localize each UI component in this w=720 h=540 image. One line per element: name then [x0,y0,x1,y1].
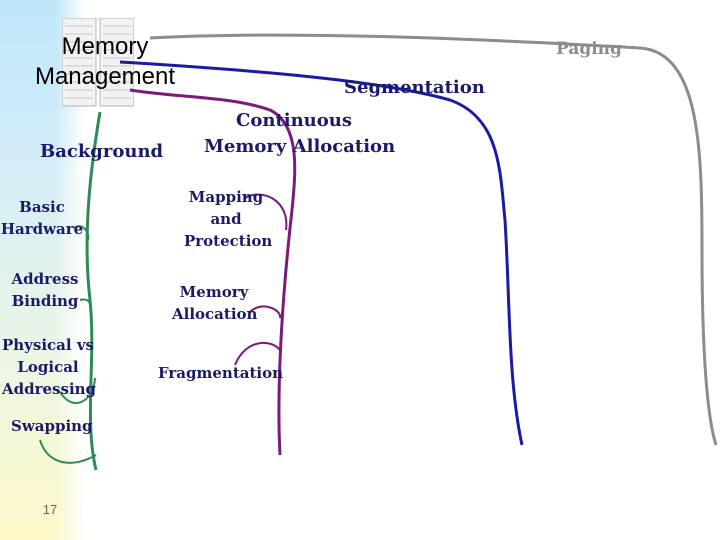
continuous-branch-line [129,88,297,456]
physical-line-3: Addressing [2,380,97,398]
document-thumbnail [62,18,134,107]
address-binding-label: Address Binding [6,268,84,312]
physical-line-2: Logical [17,358,79,376]
basic-hardware-sub-line [73,225,90,241]
paging-label: Paging [556,39,622,59]
swapping-sub-line [39,439,97,464]
continuous-label-line-2: Memory Allocation [204,136,396,157]
memory-allocation-line-1: Memory [179,283,249,301]
page-number: 17 [42,502,58,517]
slide-title: Memory Management [5,32,205,92]
continuous-memory-allocation-label: Continuous Memory Allocation [204,110,396,158]
memory-allocation-label: Memory Allocation [172,281,258,325]
fragmentation-sub-line [234,342,281,366]
basic-hardware-label: Basic Hardware [0,196,84,240]
background-branch-line [85,111,102,471]
memory-allocation-line-2: Allocation [172,305,258,323]
paging-branch-line [149,33,718,446]
segmentation-branch-line [119,60,524,446]
background-label: Background [40,141,164,162]
physical-vs-logical-addressing-label: Physical vs Logical Addressing [2,334,97,400]
fragmentation-label: Fragmentation [158,364,284,382]
mapping-sub-line [244,193,288,231]
memory-allocation-sub-line [249,305,282,319]
address-binding-line-1: Address [11,270,79,288]
mapping-line-3: Protection [184,232,273,250]
mapping-and-protection-label: Mapping and Protection [184,186,273,252]
address-binding-sub-line [79,298,91,307]
mapping-line-1: Mapping [188,188,264,206]
physical-sub-line [59,377,96,405]
segmentation-label: Segmentation [344,77,485,98]
swapping-label: Swapping [11,417,93,435]
slide-title-line-2: Management [34,63,176,90]
continuous-label-line-1: Continuous [236,110,352,131]
basic-hardware-line-2: Hardware [0,220,84,238]
mapping-line-2: and [210,210,242,228]
physical-line-1: Physical vs [2,336,94,354]
slide-title-line-1: Memory [61,33,149,60]
address-binding-line-2: Binding [11,292,79,310]
basic-hardware-line-1: Basic [19,198,65,216]
